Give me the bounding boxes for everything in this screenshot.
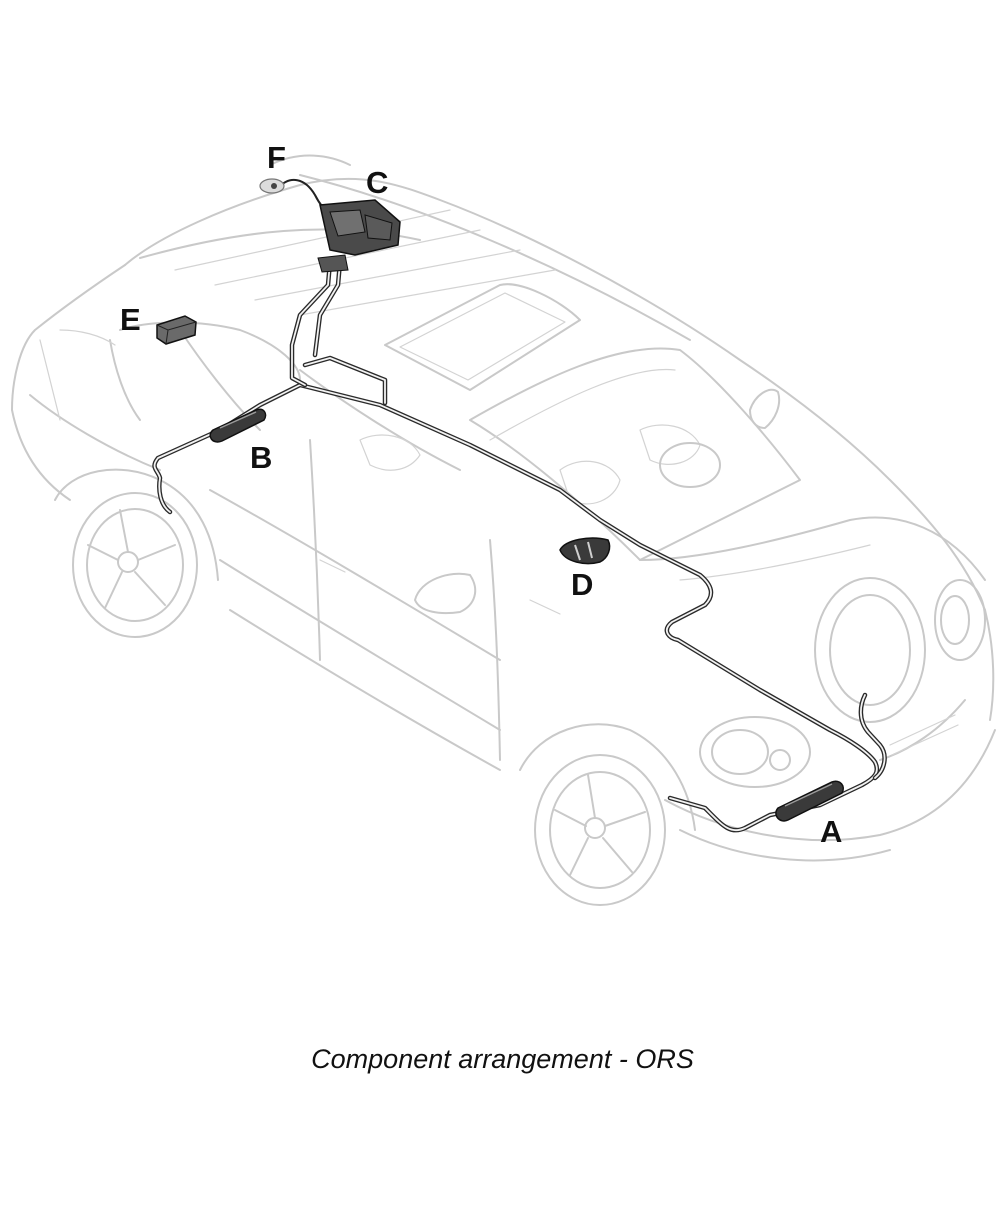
label-e: E: [120, 302, 141, 337]
component-b-reservoir: [209, 408, 267, 443]
component-d-clip: [559, 537, 611, 565]
component-c-unit: [317, 199, 401, 273]
label-a: A: [820, 814, 842, 849]
figure-caption: Component arrangement - ORS: [311, 1044, 694, 1074]
component-diagram: A B C D E F: [11, 140, 996, 906]
component-a-reservoir: [775, 780, 844, 822]
component-e-box: [156, 315, 197, 345]
label-f: F: [267, 140, 286, 175]
label-d: D: [571, 567, 593, 602]
label-b: B: [250, 440, 272, 475]
pipe-system: [152, 179, 887, 833]
component-f-sensor: [259, 178, 285, 194]
label-c: C: [366, 165, 388, 200]
